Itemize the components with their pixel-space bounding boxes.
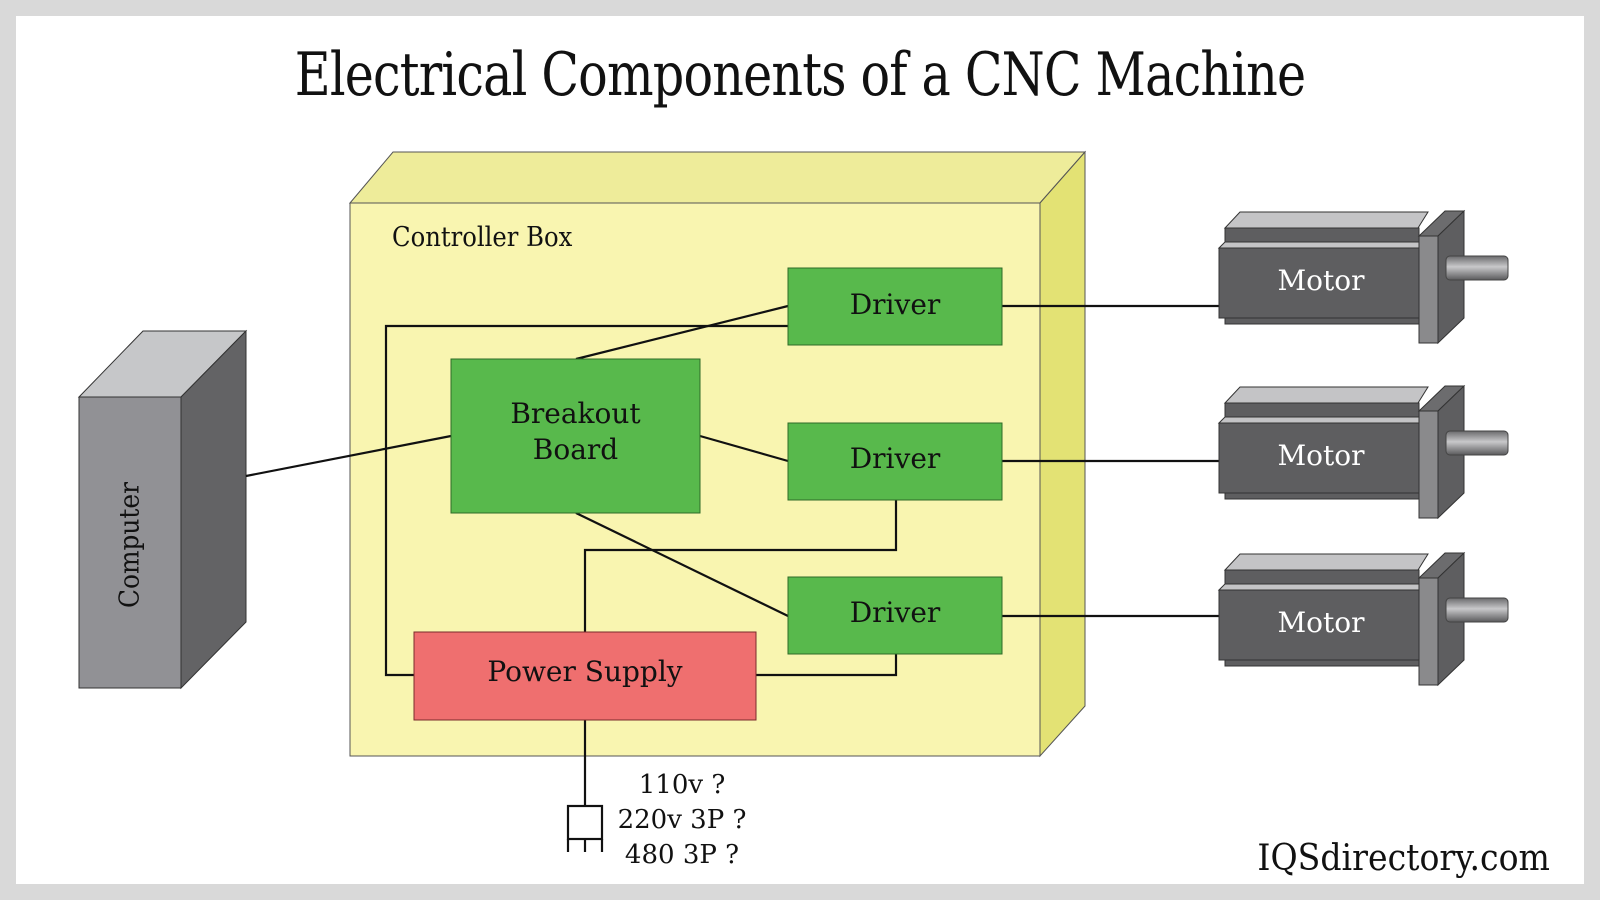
motor-2-label: Motor	[1277, 439, 1365, 472]
breakout-board-label-line1: Breakout	[510, 397, 641, 430]
motor-3	[1217, 551, 1509, 687]
motor-shaft	[1445, 430, 1509, 456]
watermark: IQSdirectory.com	[1257, 838, 1550, 879]
driver-1-label: Driver	[849, 288, 941, 321]
wire-breakout-driver1	[575, 304, 789, 361]
motor-2	[1217, 384, 1509, 520]
breakout-board-box	[450, 358, 701, 514]
motor-body	[1218, 247, 1420, 319]
motor-body	[1218, 422, 1420, 494]
motor-3-label: Motor	[1277, 606, 1365, 639]
motor-shaft	[1445, 255, 1509, 281]
power-supply-label: Power Supply	[487, 655, 683, 688]
driver-2-label: Driver	[849, 442, 941, 475]
computer-front	[78, 396, 182, 689]
motor-upper-band	[1224, 402, 1420, 418]
power-option-480: 480 3P ?	[624, 840, 740, 870]
motor-bottom-band	[1224, 317, 1420, 325]
motor-upper-band	[1224, 569, 1420, 585]
motor-upper-band	[1224, 227, 1420, 243]
wire-power-driver1	[384, 324, 788, 677]
breakout-board-label-line2: Board	[532, 433, 619, 466]
motor-1-label: Motor	[1277, 264, 1365, 297]
power-options: 110v ? 220v 3P ? 480 3P ?	[612, 768, 752, 873]
motor-bottom-band	[1224, 659, 1420, 667]
wire-computer-breakout	[245, 434, 452, 478]
breakout-board-label: Breakout Board	[451, 396, 700, 468]
wire-power-driver2	[583, 500, 898, 632]
motor-shaft	[1445, 597, 1509, 623]
power-supply-box	[413, 631, 757, 721]
motor-ledge	[1217, 416, 1420, 424]
wire-breakout-driver2	[699, 434, 789, 463]
wires	[245, 304, 1220, 806]
motor-flange-front	[1418, 577, 1439, 686]
driver-3-box	[787, 576, 1003, 655]
wire-breakout-driver3	[575, 512, 789, 617]
motor-top	[1223, 386, 1429, 404]
computer	[77, 329, 248, 690]
motor-flange-front	[1418, 235, 1439, 344]
controller-box-top	[348, 151, 1087, 204]
driver-1-box	[787, 267, 1003, 346]
motor-1	[1217, 209, 1509, 345]
motor-top	[1223, 553, 1429, 571]
page-title: Electrical Components of a CNC Machine	[294, 40, 1306, 110]
wire-power-driver3	[756, 654, 898, 677]
power-plug-icon	[566, 804, 604, 852]
motor-top	[1223, 211, 1429, 229]
motor-ledge	[1217, 241, 1420, 249]
controller-box-label: Controller Box	[392, 222, 573, 253]
motor-flange-front	[1418, 410, 1439, 519]
computer-label: Computer	[114, 482, 146, 608]
controller-box-side	[1039, 150, 1086, 758]
power-option-220v: 220v 3P ?	[617, 805, 747, 835]
motor-ledge	[1217, 583, 1420, 591]
motor-bottom-band	[1224, 492, 1420, 500]
driver-3-label: Driver	[849, 596, 941, 629]
driver-2-box	[787, 422, 1003, 501]
power-option-110v: 110v ?	[638, 770, 726, 800]
